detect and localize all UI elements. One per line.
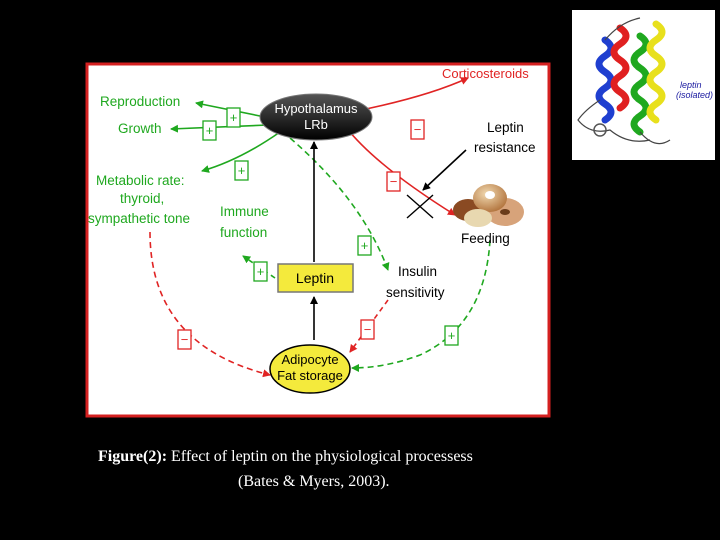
metabolic-rate-label: Metabolic rate: bbox=[96, 173, 185, 188]
minus-signs: − − − − bbox=[177, 119, 425, 350]
leptin-resistance-label-1: Leptin bbox=[487, 120, 524, 135]
caption-text: Effect of leptin on the physiological pr… bbox=[167, 448, 473, 465]
donuts-image bbox=[453, 184, 524, 227]
thyroid-label: thyroid, bbox=[120, 191, 164, 206]
minus-sign: − bbox=[410, 119, 425, 140]
plus-sign: + bbox=[444, 325, 459, 346]
svg-text:−: − bbox=[181, 332, 189, 347]
protein-helices bbox=[595, 20, 666, 136]
leptin-arrows bbox=[310, 141, 467, 340]
plus-sign: + bbox=[234, 160, 249, 181]
leptin-node: Leptin bbox=[277, 263, 354, 293]
plus-sign: + bbox=[226, 107, 241, 128]
arrow-feeding-to-adipocyte bbox=[351, 239, 491, 372]
minus-sign: − bbox=[360, 319, 375, 340]
plus-signs: + + + + + + bbox=[202, 107, 459, 346]
svg-text:+: + bbox=[361, 238, 369, 253]
blocked-cross bbox=[406, 194, 434, 219]
svg-text:+: + bbox=[238, 163, 246, 178]
svg-text:−: − bbox=[390, 174, 398, 189]
arrow-to-insulin-sensitivity bbox=[289, 137, 390, 271]
plus-sign: + bbox=[253, 261, 268, 282]
hypothalamus-node: Hypothalamus LRb bbox=[259, 93, 373, 141]
svg-text:+: + bbox=[448, 328, 456, 343]
structure-ring bbox=[593, 123, 607, 137]
arrow-metabolic-to-adipocyte bbox=[149, 231, 271, 378]
insulin-label: Insulin bbox=[398, 264, 437, 279]
leptin-structure-image: leptin (isolated) bbox=[572, 10, 715, 160]
feeding-label: Feeding bbox=[461, 231, 510, 246]
reproduction-label: Reproduction bbox=[100, 94, 180, 109]
lrb-label: LRb bbox=[304, 117, 328, 132]
svg-text:+: + bbox=[257, 264, 265, 279]
arrow-leptin-resistance bbox=[422, 149, 467, 191]
svg-text:−: − bbox=[364, 322, 372, 337]
leptin-resistance-label-2: resistance bbox=[474, 140, 536, 155]
plus-sign: + bbox=[357, 235, 372, 256]
caption-label: Figure(2): bbox=[98, 448, 168, 465]
figure-caption: Figure(2): Effect of leptin on the physi… bbox=[98, 448, 698, 466]
sensitivity-label: sensitivity bbox=[386, 285, 445, 300]
caption-citation: (Bates & Myers, 2003). bbox=[238, 473, 390, 490]
corticosteroids-label: Corticosteroids bbox=[442, 66, 529, 81]
immune-label: Immune bbox=[220, 204, 269, 219]
arrow-insulin-to-adipocyte bbox=[349, 299, 389, 353]
sympathetic-tone-label: sympathetic tone bbox=[88, 211, 190, 226]
structure-label-leptin: leptin bbox=[680, 80, 702, 90]
plus-sign: + bbox=[202, 120, 217, 141]
function-label: function bbox=[220, 225, 267, 240]
leptin-label: Leptin bbox=[296, 270, 334, 286]
svg-text:−: − bbox=[414, 122, 422, 137]
hypothalamus-label: Hypothalamus bbox=[274, 101, 358, 116]
growth-label: Growth bbox=[118, 121, 162, 136]
protein-loops bbox=[577, 17, 671, 145]
figure-panel: Hypothalamus LRb Leptin Adipocyte Fat st… bbox=[85, 62, 551, 418]
adipocyte-label: Adipocyte bbox=[281, 352, 338, 367]
arrow-to-growth bbox=[170, 124, 269, 133]
adipocyte-node: Adipocyte Fat storage bbox=[269, 344, 351, 394]
svg-text:+: + bbox=[206, 123, 214, 138]
fat-storage-label: Fat storage bbox=[277, 368, 343, 383]
structure-label-isolated: (isolated) bbox=[676, 90, 713, 100]
minus-sign: − bbox=[177, 329, 192, 350]
svg-text:+: + bbox=[230, 110, 238, 125]
outcome-labels: Corticosteroids Reproduction Growth Meta… bbox=[88, 66, 536, 300]
minus-sign: − bbox=[386, 171, 401, 192]
arrow-to-metabolic-rate bbox=[201, 131, 281, 173]
